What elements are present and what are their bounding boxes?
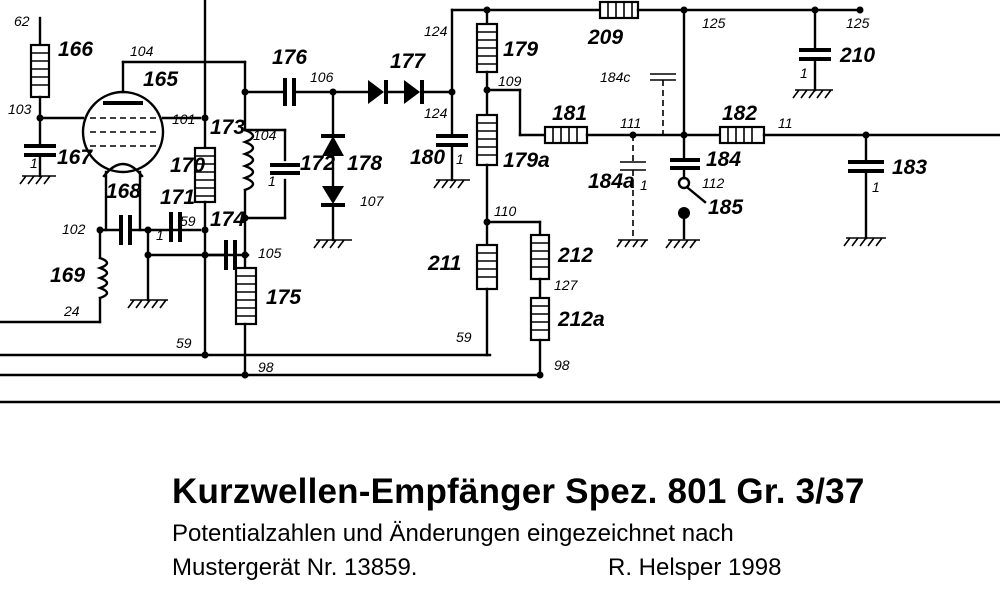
label-173: 173 — [210, 116, 245, 139]
junction-dots — [36, 6, 870, 379]
pot-107: 107 — [360, 193, 385, 209]
resistors-212 — [529, 220, 551, 377]
label-178: 178 — [347, 152, 382, 175]
pot-104-coil: 104 — [253, 127, 277, 143]
switch-185 — [665, 176, 707, 249]
pot-102: 102 — [62, 221, 86, 237]
label-168: 168 — [106, 180, 141, 203]
capacitor-184a — [616, 135, 648, 248]
pot-103: 103 — [8, 101, 32, 117]
diode-177 — [368, 80, 454, 104]
capacitor-171 — [169, 212, 182, 242]
pot-98-a: 98 — [258, 359, 274, 375]
potential-labels: 62 104 103 101 104 106 124 124 109 125 1… — [8, 13, 880, 375]
pot-59-c: 59 — [456, 329, 472, 345]
pot-59-a: 59 — [176, 335, 192, 351]
label-181: 181 — [552, 102, 587, 125]
capacitor-174 — [203, 216, 247, 270]
capacitor-184 — [670, 158, 700, 180]
resistor-211 — [475, 220, 542, 357]
label-185: 185 — [708, 196, 743, 219]
bottom-rails — [0, 320, 1000, 404]
label-166: 166 — [58, 38, 93, 61]
label-210: 210 — [839, 44, 875, 67]
coil-169 — [96, 228, 109, 324]
pot-124-top: 124 — [424, 23, 448, 39]
pot-127: 127 — [554, 277, 579, 293]
capacitor-180 — [433, 8, 602, 189]
label-209: 209 — [587, 26, 623, 49]
pot-125-a: 125 — [702, 15, 726, 31]
pot-one-180: 1 — [456, 151, 464, 167]
label-179: 179 — [503, 38, 538, 61]
label-167: 167 — [57, 146, 93, 169]
coil-173 — [241, 60, 300, 220]
pot-one-184a: 1 — [640, 177, 648, 193]
pot-98-b: 98 — [554, 357, 570, 373]
pot-101: 101 — [172, 111, 195, 127]
component-labels: 166 165 167 168 169 170 171 173 172 174 … — [50, 26, 927, 331]
label-182: 182 — [722, 102, 757, 125]
capacitor-167 — [19, 144, 56, 185]
ground-bus-a — [127, 228, 250, 309]
label-183: 183 — [892, 156, 927, 179]
diodes-178 — [313, 90, 352, 249]
pot-62: 62 — [14, 13, 30, 29]
pot-59-b: 59 — [180, 213, 196, 229]
pot-106: 106 — [310, 69, 334, 85]
label-172: 172 — [300, 152, 335, 175]
label-175: 175 — [266, 286, 301, 309]
pot-125-b: 125 — [846, 15, 870, 31]
label-174: 174 — [210, 208, 245, 231]
capacitor-184c — [650, 73, 676, 135]
schematic-title: Kurzwellen-Empfänger Spez. 801 Gr. 3/37 — [172, 472, 865, 511]
label-184c: 184c — [600, 69, 630, 85]
pot-110: 110 — [494, 203, 517, 219]
circuit-schematic: 166 165 167 168 169 170 171 173 172 174 … — [0, 0, 1000, 404]
label-180: 180 — [410, 146, 445, 169]
schematic-subtitle-line2: Mustergerät Nr. 13859. R. Helsper 1998 — [172, 554, 812, 582]
tube-165 — [38, 60, 247, 232]
pot-one-172: 1 — [268, 173, 276, 189]
label-184a: 184a — [588, 170, 635, 193]
resistor-179 — [475, 8, 499, 117]
pot-11: 11 — [778, 115, 793, 131]
resistor-181 — [543, 125, 722, 145]
resistor-170 — [193, 0, 217, 357]
pot-one-210: 1 — [800, 65, 808, 81]
pot-one-183: 1 — [872, 179, 880, 195]
label-171: 171 — [160, 186, 195, 209]
pot-one-168: 1 — [156, 227, 164, 243]
pot-124-mid: 124 — [424, 105, 448, 121]
label-211: 211 — [427, 252, 461, 275]
pot-112: 112 — [702, 175, 725, 191]
label-165: 165 — [143, 68, 178, 91]
capacitor-176 — [243, 78, 370, 106]
pot-one-167: 1 — [30, 155, 38, 171]
resistor-166 — [29, 16, 51, 147]
resistor-179a — [475, 88, 547, 247]
pot-109: 109 — [498, 73, 522, 89]
label-176: 176 — [272, 46, 307, 69]
pot-24: 24 — [63, 303, 80, 319]
label-184: 184 — [706, 148, 741, 171]
reference-device: Mustergerät Nr. 13859. — [172, 554, 418, 581]
label-179a: 179a — [503, 149, 550, 172]
label-169: 169 — [50, 264, 85, 287]
pot-111: 111 — [620, 115, 641, 131]
capacitor-210 — [792, 8, 833, 99]
schematic-subtitle-line1: Potentialzahlen und Änderungen eingezeic… — [172, 520, 734, 547]
pot-104-top: 104 — [130, 43, 154, 59]
capacitor-183 — [843, 133, 886, 247]
label-212: 212 — [557, 244, 593, 267]
author-credit: R. Helsper 1998 — [608, 554, 782, 581]
label-212a: 212a — [557, 308, 605, 331]
label-170: 170 — [170, 154, 205, 177]
resistor-182 — [718, 125, 1000, 145]
label-177: 177 — [390, 50, 426, 73]
resistor-175 — [234, 266, 258, 377]
pot-105: 105 — [258, 245, 282, 261]
